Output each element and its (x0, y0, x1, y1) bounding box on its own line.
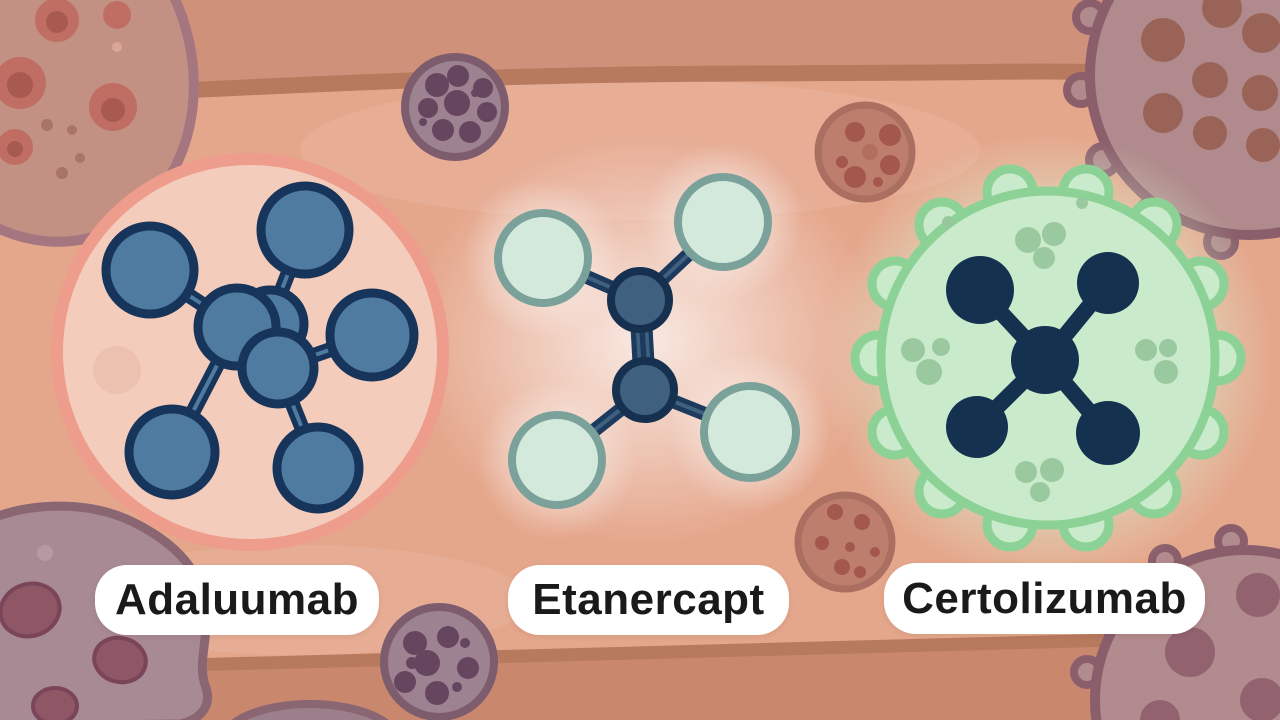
core-spheres (607, 267, 678, 423)
etanercept-molecule (494, 173, 800, 509)
label-certolizumab-text: Certolizumab (902, 573, 1187, 623)
receptor-spheres (494, 173, 800, 509)
granulocyte-cell-top (401, 53, 509, 161)
red-cell-top (814, 101, 916, 203)
label-etanercept-text: Etanercapt (532, 575, 765, 624)
red-cell-bottom (794, 491, 896, 593)
label-certolizumab: Certolizumab (884, 563, 1205, 634)
label-etanercept: Etanercapt (508, 565, 789, 635)
label-adalimumab: Adaluumab (95, 565, 379, 635)
macrophage-cell-top-left (0, 0, 199, 247)
adalimumab-molecule (101, 181, 419, 514)
cell-sliver-bottom (231, 700, 389, 720)
gear-cell-organelles (901, 197, 1178, 502)
certolizumab-molecule (946, 252, 1140, 465)
granulocyte-cell-bottom (380, 603, 498, 720)
label-adalimumab-text: Adaluumab (114, 575, 360, 624)
